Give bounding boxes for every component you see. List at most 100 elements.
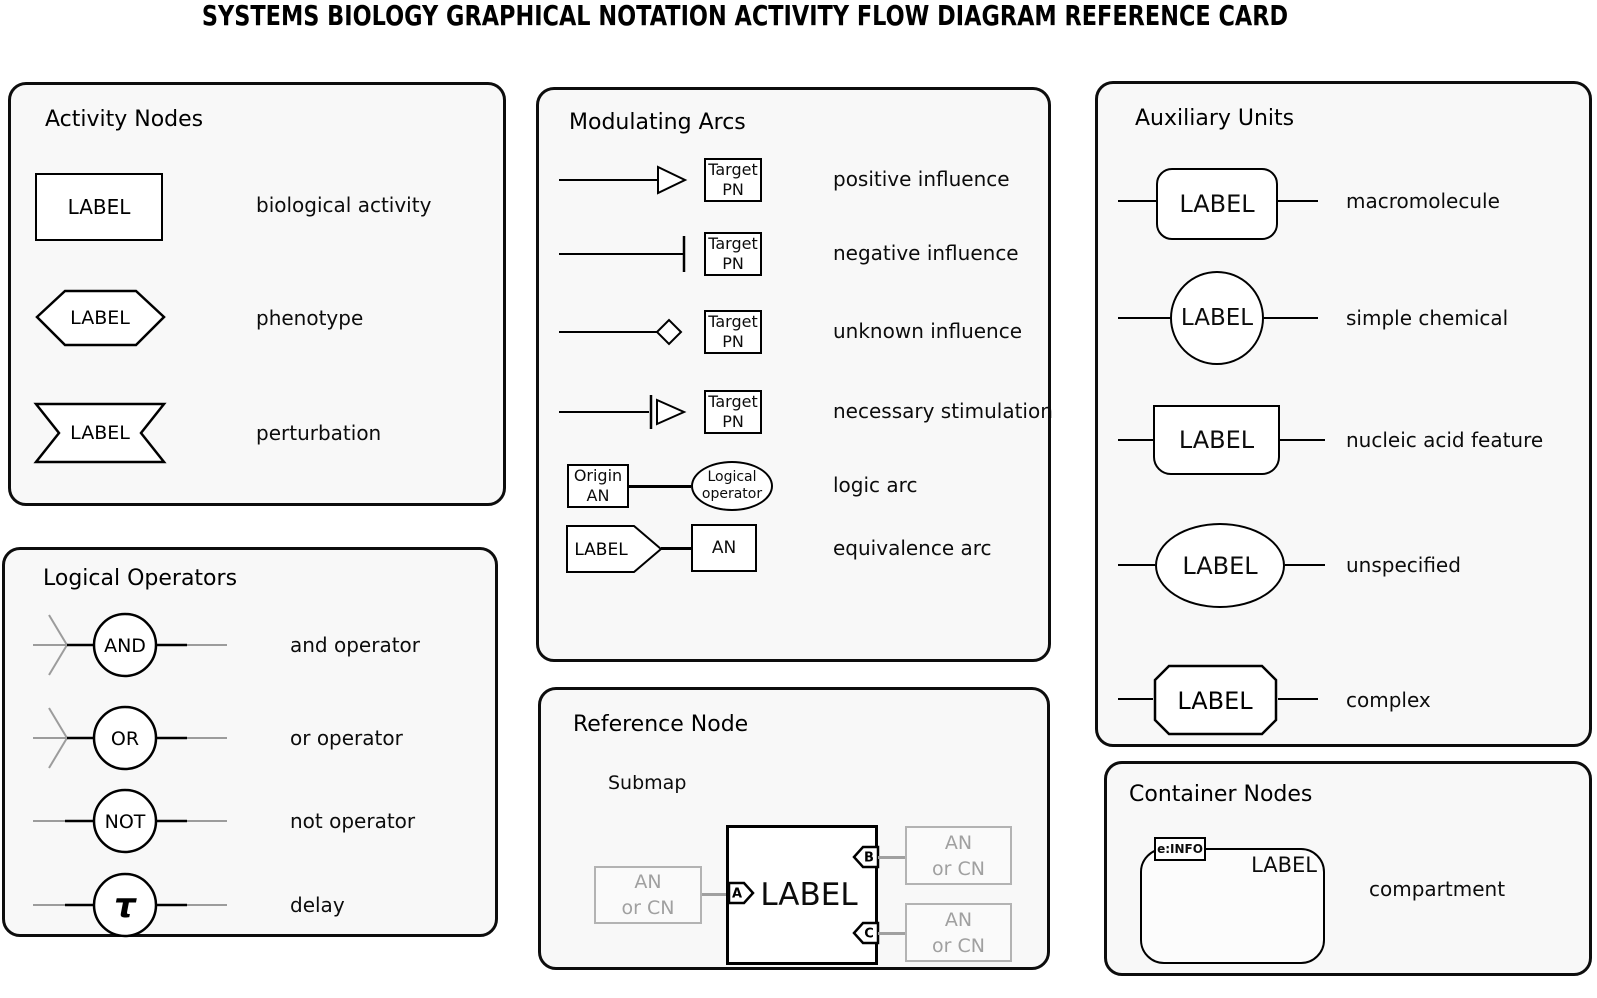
- connector-line: [1118, 317, 1170, 319]
- or-operator-glyph: OR: [33, 705, 227, 771]
- phenotype-hexagon-shape: LABEL: [35, 289, 166, 347]
- operator-label: OR: [111, 728, 139, 750]
- neighbor-line1: AN: [944, 908, 973, 931]
- target-pn-line1: Target: [708, 392, 758, 411]
- connector-line: [1278, 200, 1318, 202]
- row-description: or operator: [290, 726, 403, 750]
- neighbor-line2: or CN: [621, 897, 675, 919]
- connector-line: [878, 932, 905, 935]
- connector-line: [878, 856, 905, 859]
- operator-label: τ: [114, 886, 137, 926]
- port-a-label: A: [732, 887, 742, 902]
- delay-operator-glyph: τ: [33, 872, 227, 938]
- row-description: complex: [1346, 688, 1431, 712]
- panel-title: Auxiliary Units: [1135, 106, 1295, 131]
- panel-title: Modulating Arcs: [569, 110, 746, 135]
- port-a-tag: A: [727, 881, 755, 905]
- row-description: compartment: [1369, 877, 1506, 901]
- submap-subtitle: Submap: [608, 772, 687, 794]
- target-pn-line2: PN: [722, 254, 744, 273]
- panel-activity-nodes: Activity Nodes LABEL biological activity…: [8, 82, 506, 506]
- row-description: positive influence: [833, 167, 1010, 191]
- origin-an-node: Origin AN: [567, 464, 629, 508]
- submap-node: LABEL: [726, 825, 878, 965]
- equivalence-tag-shape: LABEL: [566, 525, 663, 573]
- row-description: negative influence: [833, 241, 1019, 265]
- shape-label: LABEL: [1179, 190, 1255, 218]
- row-description: necessary stimulation: [833, 399, 1053, 423]
- row-description: biological activity: [256, 193, 432, 217]
- logical-operator-node: Logical operator: [691, 461, 773, 511]
- target-pn-line2: PN: [722, 180, 744, 199]
- neighbor-line2: or CN: [932, 857, 985, 880]
- tag-label: LABEL: [574, 540, 628, 560]
- complex-shape: LABEL: [1153, 664, 1278, 736]
- row-description: and operator: [290, 633, 420, 657]
- connector-line: [1264, 317, 1318, 319]
- shape-label: LABEL: [1180, 305, 1254, 331]
- connector-line: [1280, 439, 1325, 441]
- target-pn-line2: PN: [722, 332, 744, 351]
- positive-influence-arc: [559, 165, 688, 195]
- row-description: perturbation: [256, 421, 382, 445]
- compartment-shape: [1140, 848, 1325, 964]
- target-pn-line2: PN: [722, 412, 744, 431]
- shape-label: LABEL: [70, 422, 130, 444]
- perturbation-banner-shape: LABEL: [33, 402, 167, 464]
- connector-line: [1118, 698, 1153, 700]
- connector-line: [1118, 564, 1155, 566]
- connector-line: [702, 893, 728, 896]
- panel-title: Container Nodes: [1129, 782, 1313, 807]
- panel-title: Reference Node: [573, 712, 749, 737]
- submap-label: LABEL: [760, 877, 858, 913]
- panel-reference-node: Reference Node Submap AN or CN LABEL A B…: [538, 687, 1050, 970]
- equivalence-arc-line: [661, 547, 691, 550]
- port-c-tag: C: [852, 921, 880, 945]
- port-b-tag: B: [852, 845, 880, 869]
- and-operator-glyph: AND: [33, 612, 227, 678]
- an-label: AN: [711, 538, 737, 558]
- nucleic-acid-feature-shape: LABEL: [1153, 405, 1280, 475]
- necessary-stimulation-arc: [559, 395, 687, 429]
- target-pn-node: Target PN: [704, 390, 762, 434]
- logical-operator-line2: operator: [701, 486, 763, 502]
- row-description: logic arc: [833, 473, 918, 497]
- neighbor-line1: AN: [944, 831, 973, 854]
- neighbor-line2: or CN: [932, 934, 985, 957]
- target-pn-node: Target PN: [704, 158, 762, 202]
- connector-line: [1278, 698, 1318, 700]
- row-description: phenotype: [256, 306, 364, 330]
- neighbor-line1: AN: [634, 871, 662, 893]
- row-description: equivalence arc: [833, 536, 992, 560]
- port-c-label: C: [864, 927, 874, 942]
- unspecified-shape: LABEL: [1155, 523, 1285, 608]
- row-description: nucleic acid feature: [1346, 428, 1544, 452]
- panel-container-nodes: Container Nodes LABEL e:INFO compartment: [1104, 761, 1592, 976]
- operator-label: AND: [104, 635, 146, 657]
- macromolecule-shape: LABEL: [1156, 168, 1278, 240]
- negative-influence-arc: [559, 236, 686, 272]
- row-description: not operator: [290, 809, 416, 833]
- logic-arc-line: [629, 485, 691, 488]
- connector-line: [1285, 564, 1325, 566]
- neighbor-an-cn-node: AN or CN: [905, 826, 1012, 885]
- panel-auxiliary-units: Auxiliary Units LABEL macromolecule LABE…: [1095, 81, 1592, 747]
- row-description: simple chemical: [1346, 306, 1509, 330]
- shape-label: LABEL: [67, 195, 131, 219]
- row-description: delay: [290, 893, 345, 917]
- biological-activity-shape: LABEL: [35, 173, 163, 241]
- logical-operator-line1: Logical: [707, 469, 757, 485]
- panel-title: Activity Nodes: [45, 107, 204, 132]
- target-pn-node: Target PN: [704, 310, 762, 354]
- target-pn-line1: Target: [708, 160, 758, 179]
- info-unit-tag: e:INFO: [1154, 837, 1206, 861]
- origin-an-line2: AN: [586, 486, 610, 505]
- origin-an-line1: Origin: [573, 466, 623, 485]
- neighbor-an-cn-node: AN or CN: [594, 866, 702, 924]
- panel-logical-operators: Logical Operators AND and operator OR or…: [2, 547, 498, 938]
- simple-chemical-shape: LABEL: [1170, 271, 1264, 365]
- target-pn-node: Target PN: [704, 232, 762, 276]
- panel-title: Logical Operators: [43, 566, 238, 591]
- not-operator-glyph: NOT: [33, 788, 227, 854]
- connector-line: [1118, 439, 1153, 441]
